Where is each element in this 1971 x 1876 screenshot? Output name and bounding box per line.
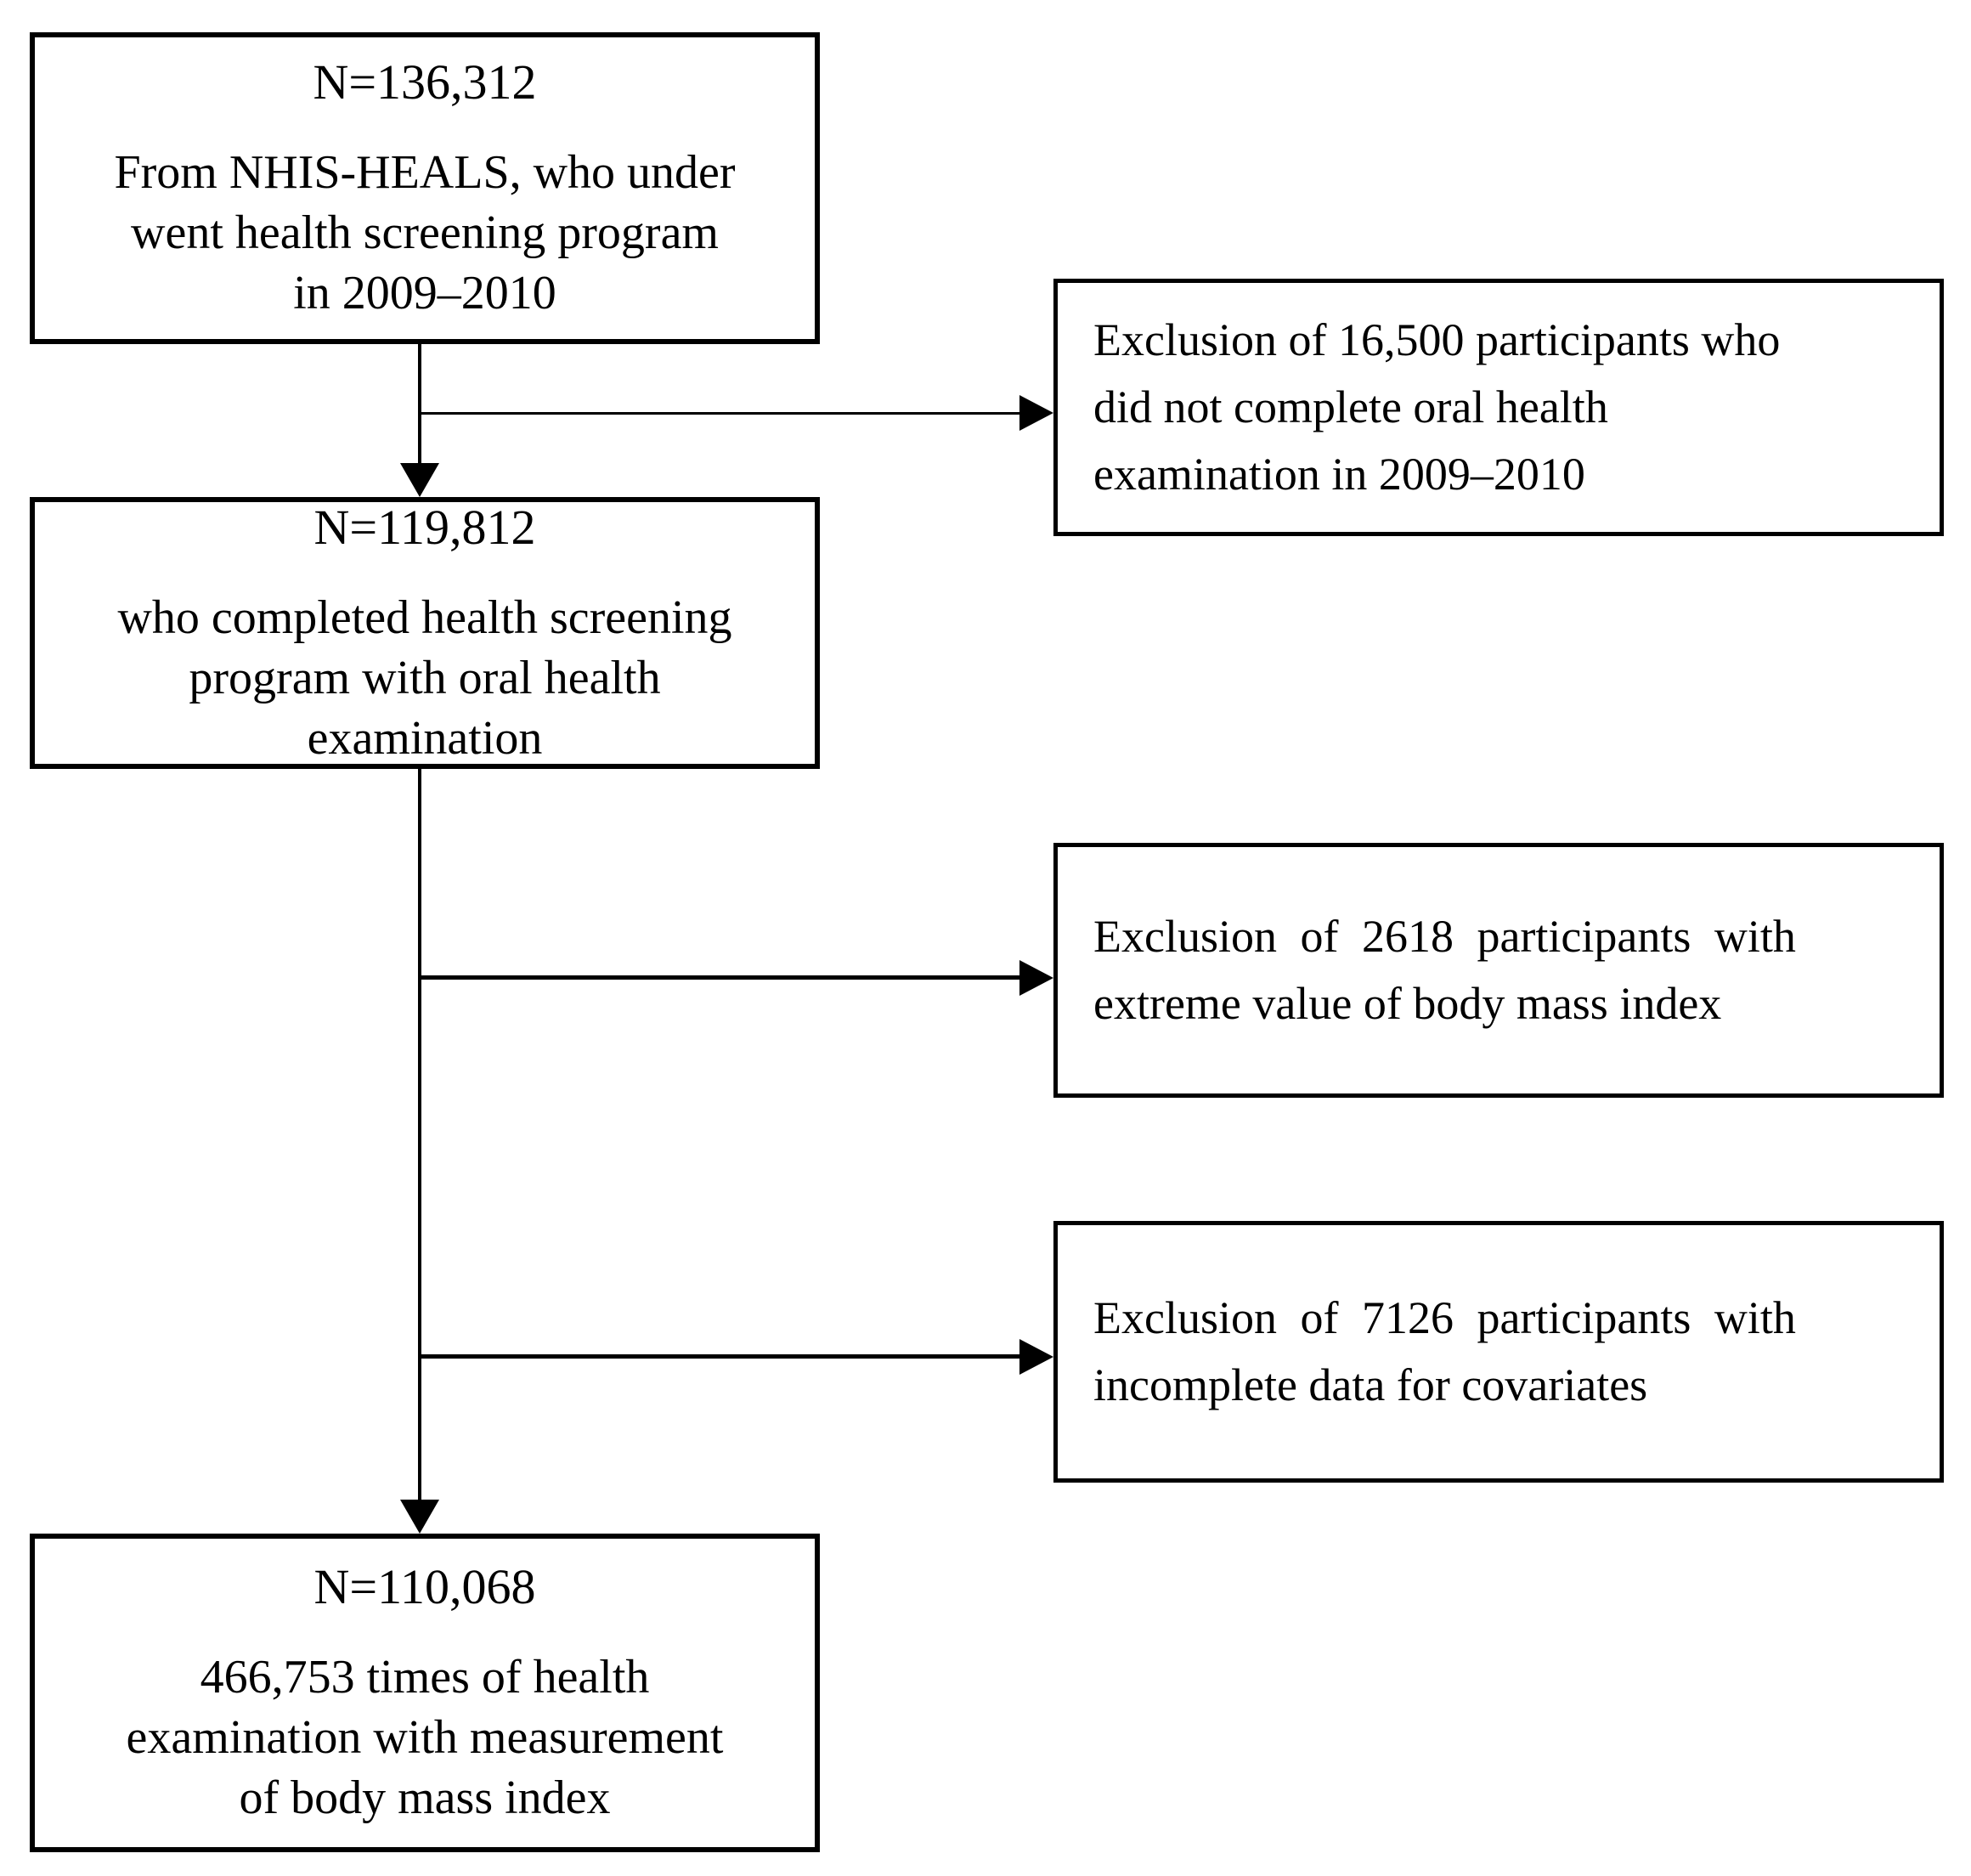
- box-text-line: 466,753 times of health: [200, 1651, 650, 1704]
- box-text-line: who completed health screening: [117, 590, 732, 644]
- cohort-n-label: N=136,312: [313, 54, 537, 110]
- box-text-line: Exclusion of 7126 participants with: [1093, 1292, 1796, 1343]
- box-text-line: did not complete oral health: [1093, 381, 1608, 432]
- connector-branch-exclusion-covariates: [420, 1354, 1019, 1359]
- cohort-n-label: N=119,812: [313, 499, 536, 555]
- box-text-line: examination: [307, 711, 543, 765]
- box-text-line: examination in 2009–2010: [1093, 449, 1585, 500]
- connector-box2-box3: [418, 769, 421, 1501]
- right-arrowhead-icon: [1019, 960, 1053, 996]
- down-arrowhead-icon: [400, 1500, 439, 1534]
- down-arrowhead-icon: [400, 463, 439, 497]
- box-text-line: program with oral health: [189, 651, 661, 704]
- box-text-line: in 2009–2010: [293, 267, 556, 319]
- box-exclusion-covariates: Exclusion of 7126 participants with inco…: [1053, 1221, 1944, 1483]
- cohort-n-label: N=110,068: [313, 1559, 536, 1614]
- box-text-line: From NHIS-HEALS, who under: [114, 146, 736, 199]
- box-exclusion-extreme-bmi: Exclusion of 2618 participants with extr…: [1053, 843, 1944, 1098]
- box-text-line: went health screening program: [131, 206, 719, 259]
- box-exclusion-oral-health: Exclusion of 16,500 participants who did…: [1053, 279, 1944, 536]
- box-text-line: incomplete data for covariates: [1093, 1359, 1648, 1410]
- box-oral-health-cohort: N=119,812 who completed health screening…: [30, 497, 820, 769]
- right-arrowhead-icon: [1019, 395, 1053, 431]
- box-text-line: Exclusion of 2618 participants with: [1093, 911, 1796, 962]
- box-text-line: of body mass index: [239, 1771, 611, 1824]
- box-final-cohort: N=110,068 466,753 times of health examin…: [30, 1534, 820, 1852]
- connector-box1-box2: [418, 344, 421, 466]
- connector-branch-exclusion-oral: [420, 412, 1019, 415]
- box-initial-cohort: N=136,312 From NHIS-HEALS, who under wen…: [30, 32, 820, 344]
- box-text-line: Exclusion of 16,500 participants who: [1093, 314, 1781, 365]
- box-text-line: examination with measurement: [126, 1711, 724, 1764]
- right-arrowhead-icon: [1019, 1339, 1053, 1375]
- connector-branch-exclusion-bmi: [420, 975, 1019, 980]
- box-text-line: extreme value of body mass index: [1093, 978, 1722, 1029]
